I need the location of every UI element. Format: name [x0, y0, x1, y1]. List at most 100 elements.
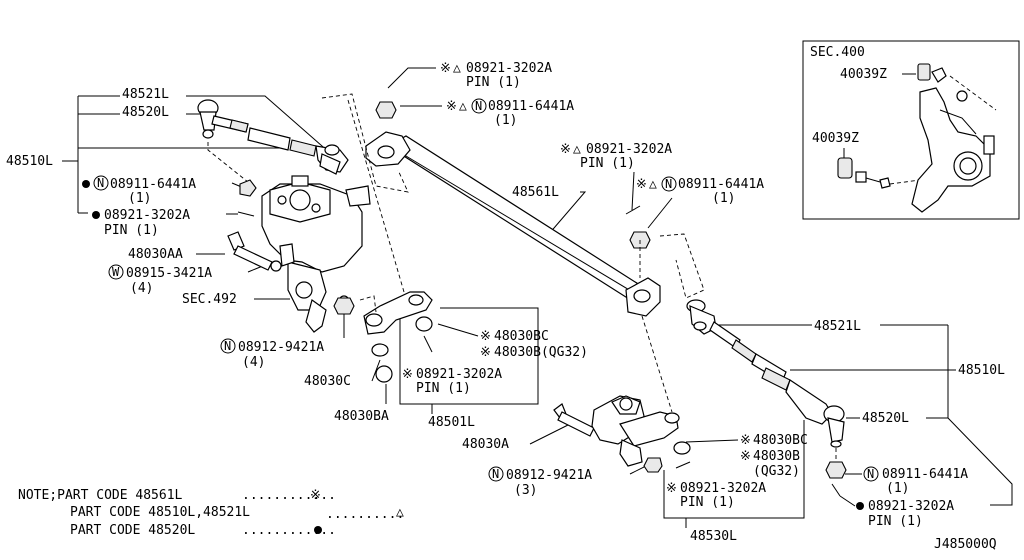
- n-symbol: N: [492, 467, 499, 481]
- label-48510L-left: 48510L: [6, 154, 53, 169]
- asterisk-symbol: ※: [446, 99, 457, 114]
- label-qty-1-top: (1): [494, 113, 517, 128]
- triangle-symbol: △: [459, 99, 467, 114]
- label-pin-1-c: PIN (1): [416, 381, 471, 396]
- steering-gearbox: [227, 175, 371, 333]
- asterisk-symbol: ※: [480, 329, 491, 344]
- label-08921-3202A-d: 08921-3202A: [680, 481, 766, 496]
- label-48030B-qg32-a: 48030B(QG32): [494, 345, 588, 360]
- pitman-arm: [359, 291, 433, 383]
- label-pin-1-right: PIN (1): [868, 514, 923, 529]
- n-circle-icon: [661, 176, 677, 192]
- label-08921-3202A-mid: 08921-3202A: [586, 142, 672, 157]
- bottom-callouts: 48030A N 08912-9421A (3) ※ 48030BC ※ 480…: [462, 420, 808, 544]
- label-08911-6441A-top: 08911-6441A: [488, 99, 574, 114]
- label-08912-9421A-left: 08912-9421A: [238, 340, 324, 355]
- n-circle-icon: [488, 466, 504, 482]
- asterisk-symbol: ※: [636, 177, 647, 192]
- label-08911-6441A-left: 08911-6441A: [110, 177, 196, 192]
- leader-dots: ............: [242, 523, 336, 538]
- label-48030BC-b: 48030BC: [753, 433, 808, 448]
- diagram-code: J485000Q: [934, 537, 997, 552]
- label-48520L-right: 48520L: [862, 411, 909, 426]
- idler-arm: [553, 395, 691, 473]
- label-sec400: SEC.400: [810, 45, 865, 60]
- n-symbol: N: [665, 177, 672, 191]
- triangle-symbol: △: [396, 505, 404, 520]
- asterisk-symbol: ※: [440, 61, 451, 76]
- asterisk-symbol: ※: [310, 488, 321, 503]
- note-legend: NOTE;PART CODE 48561L ............ ※ PAR…: [18, 488, 404, 538]
- label-08911-6441A-mid: 08911-6441A: [678, 177, 764, 192]
- label-08921-3202A-c: 08921-3202A: [416, 367, 502, 382]
- label-48521L-top: 48521L: [122, 87, 169, 102]
- n-symbol: N: [867, 467, 874, 481]
- inset-frame: [802, 40, 1020, 220]
- label-48030BA: 48030BA: [334, 409, 389, 424]
- asterisk-symbol: ※: [666, 481, 677, 496]
- asterisk-symbol: ※: [402, 367, 413, 382]
- label-48510L-right: 48510L: [958, 363, 1005, 378]
- label-pin-1-top: PIN (1): [466, 75, 521, 90]
- label-pin-1-d: PIN (1): [680, 495, 735, 510]
- label-48521L-right: 48521L: [814, 319, 861, 334]
- left-tie-rod: [197, 99, 349, 217]
- label-qty-1-mid: (1): [712, 191, 735, 206]
- right-tie-rod: [686, 299, 847, 497]
- label-08921-3202A-right: 08921-3202A: [868, 499, 954, 514]
- label-48520L-top: 48520L: [122, 105, 169, 120]
- top-callouts: ※ △ 08921-3202A PIN (1) ※ △ N 08911-6441…: [387, 61, 764, 236]
- label-qty-1-right: (1): [886, 481, 909, 496]
- note-line-1: NOTE;PART CODE 48561L: [18, 488, 183, 503]
- w-circle-icon: [108, 264, 124, 280]
- dot-bullet: [92, 211, 100, 219]
- triangle-symbol: △: [649, 177, 657, 192]
- label-qty-4-a: (4): [130, 281, 153, 296]
- n-circle-icon: [863, 466, 879, 482]
- label-48030A: 48030A: [462, 437, 509, 452]
- n-circle-icon: [471, 98, 487, 114]
- note-line-2: PART CODE 48510L,48521L: [70, 505, 250, 520]
- triangle-symbol: △: [453, 61, 461, 76]
- label-qty-4-b: (4): [242, 355, 265, 370]
- dot-bullet: [856, 502, 864, 510]
- n-symbol: N: [224, 339, 231, 353]
- w-symbol: W: [112, 265, 120, 279]
- label-48030AA: 48030AA: [128, 247, 183, 262]
- label-qty-3: (3): [514, 483, 537, 498]
- dot-bullet: [314, 526, 322, 534]
- note-line-3: PART CODE 48520L: [70, 523, 195, 538]
- label-08912-9421A-b: 08912-9421A: [506, 468, 592, 483]
- dot-bullet: [82, 180, 90, 188]
- label-48501L: 48501L: [428, 415, 475, 430]
- label-48030B-b: 48030B: [753, 449, 800, 464]
- asterisk-symbol: ※: [740, 433, 751, 448]
- label-sec492: SEC.492: [182, 292, 237, 307]
- label-qty-1-a: (1): [128, 191, 151, 206]
- center-link-48561L: [321, 93, 705, 413]
- label-pin-1-mid: PIN (1): [580, 156, 635, 171]
- asterisk-symbol: ※: [480, 345, 491, 360]
- label-qg32-b: (QG32): [753, 464, 800, 479]
- label-08911-6441A-right: 08911-6441A: [882, 467, 968, 482]
- label-40039Z-top: 40039Z: [840, 67, 887, 82]
- n-circle-icon: [93, 175, 109, 191]
- label-40039Z-mid: 40039Z: [812, 131, 859, 146]
- n-symbol: N: [475, 99, 482, 113]
- label-08915-3421A: 08915-3421A: [126, 266, 212, 281]
- label-48530L: 48530L: [690, 529, 737, 544]
- label-48030C: 48030C: [304, 374, 351, 389]
- label-48561L: 48561L: [512, 185, 559, 200]
- leader-dots: ..........: [326, 507, 404, 522]
- asterisk-symbol: ※: [740, 449, 751, 464]
- n-circle-icon: [220, 338, 236, 354]
- triangle-symbol: △: [573, 142, 581, 157]
- label-pin-1-a: PIN (1): [104, 223, 159, 238]
- label-08921-3202A-top: 08921-3202A: [466, 61, 552, 76]
- left-callouts: 48521L 48520L 48510L N 08911-6441A (1) 0…: [6, 87, 389, 424]
- asterisk-symbol: ※: [560, 142, 571, 157]
- leader-dots: ............: [242, 488, 336, 503]
- label-48030BC-a: 48030BC: [494, 329, 549, 344]
- callout-48501L: ※ 48030BC ※ 48030B(QG32) ※ 08921-3202A P…: [399, 307, 588, 430]
